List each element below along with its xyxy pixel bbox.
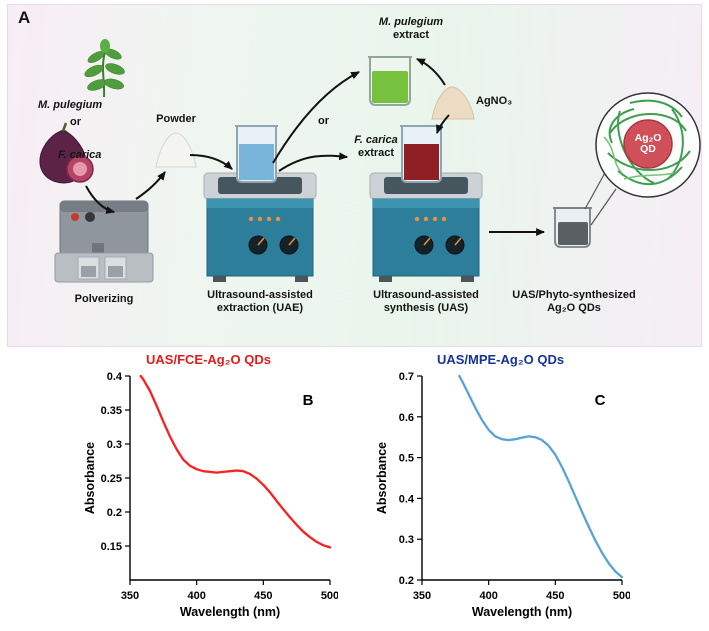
- svg-text:Wavelength (nm): Wavelength (nm): [471, 605, 571, 619]
- or-label-top: or: [70, 116, 81, 128]
- svg-text:450: 450: [546, 590, 564, 602]
- svg-text:350: 350: [120, 590, 138, 602]
- svg-text:0.15: 0.15: [100, 541, 121, 553]
- panel-a-letter: A: [18, 8, 31, 27]
- process-diagram: [39, 39, 701, 283]
- svg-text:0.3: 0.3: [106, 439, 121, 451]
- product-beaker-icon: [553, 207, 592, 248]
- mpe-extract-beaker-icon: [368, 56, 412, 106]
- powder-label: Powder: [156, 113, 196, 125]
- arrow-powder-to-uae: [189, 154, 233, 170]
- fce-extract-label: F. carica extract: [354, 134, 398, 159]
- svg-text:500: 500: [612, 590, 629, 602]
- svg-text:400: 400: [187, 590, 205, 602]
- svg-text:500: 500: [320, 590, 337, 602]
- svg-text:Absorbance: Absorbance: [375, 442, 389, 514]
- flow-arrows: [85, 58, 546, 236]
- svg-text:0.4: 0.4: [106, 371, 122, 383]
- svg-text:0.2: 0.2: [398, 575, 413, 587]
- panel-c-letter: C: [594, 392, 606, 409]
- uae-label: Ultrasound-assisted extraction (UAE): [207, 289, 313, 314]
- svg-text:0.4: 0.4: [398, 493, 414, 505]
- qd-core-icon: [623, 119, 673, 169]
- svg-text:400: 400: [479, 590, 497, 602]
- powder-pile-icon: [155, 132, 197, 168]
- chart-title-1: UAS/MPE-Ag₂O QDs: [436, 352, 565, 367]
- mint-plant-icon: [84, 39, 125, 98]
- agno3-label: AgNO₃: [476, 95, 513, 107]
- mpe-extract-label: M. pulegium extract: [378, 16, 444, 41]
- or-label-mid: or: [318, 115, 329, 127]
- svg-text:0.2: 0.2: [106, 507, 121, 519]
- uas-ultrasonic-bath-icon: [369, 125, 483, 282]
- zoom-connector-line: [590, 188, 617, 226]
- arrow-agno3-to-mpe-extract: [415, 58, 446, 86]
- svg-text:450: 450: [254, 590, 272, 602]
- synthesis-scheme-panel: A M. pulegium or F. carica Polverizing P…: [7, 4, 702, 347]
- pulverizer-machine-icon: [54, 200, 154, 283]
- pulverizing-label: Polverizing: [74, 293, 134, 305]
- svg-text:Wavelength (nm): Wavelength (nm): [179, 605, 279, 619]
- product-label: UAS/Phyto-synthesized Ag₂O QDs: [512, 289, 636, 314]
- arrow-fruit-to-pulverizer: [85, 185, 116, 214]
- uas-label: Ultrasound-assisted synthesis (UAS): [373, 289, 479, 314]
- svg-text:350: 350: [412, 590, 430, 602]
- fig-name-label: F. carica: [58, 149, 102, 161]
- arrow-uae-to-mpe-extract: [272, 71, 360, 164]
- arrow-agno3-to-uas: [436, 114, 450, 135]
- arrow-uae-to-fce-extract: [278, 152, 349, 172]
- arrow-pulverizer-to-powder: [135, 171, 166, 200]
- qd-zoom-circle: [595, 92, 701, 198]
- svg-text:0.6: 0.6: [398, 412, 413, 424]
- svg-text:Absorbance: Absorbance: [83, 442, 97, 514]
- svg-text:0.7: 0.7: [398, 371, 413, 383]
- svg-text:0.3: 0.3: [398, 534, 413, 546]
- panel-b-letter: B: [302, 392, 314, 409]
- agno3-pile-icon: [431, 86, 475, 120]
- qd-core-label: Ag₂O QD: [634, 132, 662, 155]
- svg-text:0.25: 0.25: [100, 473, 121, 485]
- chart-mpe: UAS/MPE-Ag₂O QDs 350 400 450 500 0.2 0.3 0.4 0.…: [372, 352, 631, 627]
- uae-ultrasonic-bath-icon: [203, 125, 317, 282]
- svg-text:0.35: 0.35: [100, 405, 121, 417]
- chart-fce: UAS/FCE-Ag₂O QDs 350 400 450 500 0.15 0.2 0.25…: [80, 352, 339, 627]
- svg-text:0.5: 0.5: [398, 453, 413, 465]
- fig-fruit-icon: [39, 122, 94, 184]
- plant-name-label: M. pulegium: [38, 99, 103, 111]
- zoom-connector-line: [584, 170, 607, 210]
- chart-title-0: UAS/FCE-Ag₂O QDs: [146, 352, 271, 367]
